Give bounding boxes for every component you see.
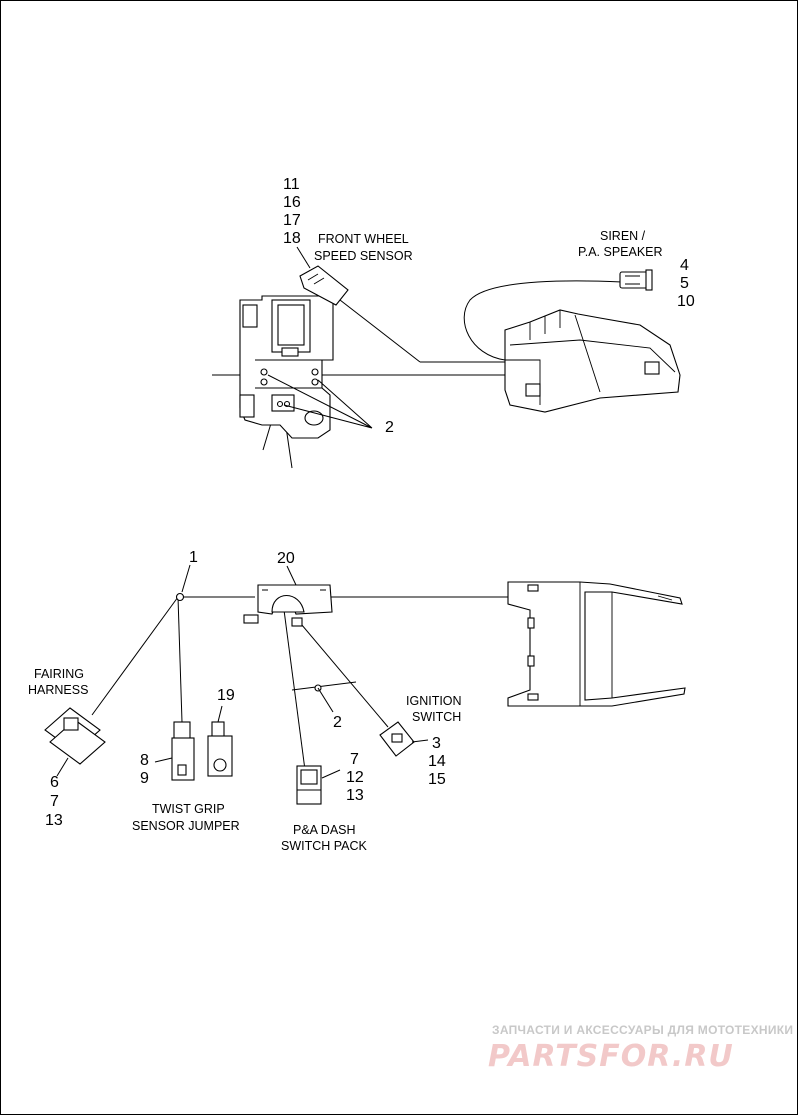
sensor-caption-line2: SPEED SENSOR [314, 249, 413, 263]
siren-loop-wire [463, 280, 623, 361]
ignition-caption-line2: SWITCH [412, 710, 461, 724]
sensor-item-1: 11 [283, 176, 300, 193]
bottom-assembly [44, 564, 686, 805]
bracket-item: 2 [385, 419, 394, 436]
bracket-leaders [267, 374, 373, 429]
dash-leader [321, 769, 341, 779]
callout-labels: 11 16 17 18 FRONT WHEEL SPEED SENSOR SIR… [28, 176, 695, 853]
sensor-wire [339, 299, 421, 363]
cable-tie [291, 681, 357, 691]
ignition-wire [295, 617, 389, 728]
dash-bracket [243, 584, 333, 627]
junction-point [175, 592, 185, 602]
ignition-leader [411, 739, 429, 743]
sensor-item-3: 17 [283, 212, 301, 229]
tie-leader [317, 687, 334, 713]
dash-caption-line2: SWITCH PACK [281, 839, 368, 853]
item19-leader [217, 705, 223, 723]
twist-grip-wire [177, 596, 183, 723]
siren-caption-line2: P.A. SPEAKER [578, 245, 663, 259]
item-20-label: 20 [277, 550, 295, 567]
watermark-logo: PARTSFOR.RU [488, 1039, 734, 1074]
twist-item-2: 9 [140, 770, 149, 787]
dash-item-3: 13 [346, 787, 364, 804]
siren-speaker-connector [619, 269, 653, 291]
watermark: ЗАПЧАСТИ И АКСЕССУАРЫ ДЛЯ МОТОТЕХНИКИ PA… [488, 1023, 793, 1074]
siren-item-2: 5 [680, 275, 689, 292]
ignition-caption-line1: IGNITION [406, 694, 462, 708]
twist-item-1: 8 [140, 752, 149, 769]
siren-caption-line1: SIREN / [600, 229, 646, 243]
dash-switch-connector [296, 765, 322, 805]
dash-item-2: 12 [346, 769, 364, 786]
ignition-item-3: 15 [428, 771, 446, 788]
siren-item-3: 10 [677, 293, 695, 310]
item20-leader [286, 565, 297, 586]
sensor-item-2: 16 [283, 194, 301, 211]
fairing-item-2: 7 [50, 793, 59, 810]
item-19-label: 19 [217, 687, 235, 704]
siren-bracket [504, 309, 681, 413]
top-assembly [212, 246, 681, 469]
fairing-caption-line1: FAIRING [34, 667, 84, 681]
twist-caption-line2: SENSOR JUMPER [132, 819, 240, 833]
twist-caption-line1: TWIST GRIP [152, 802, 225, 816]
twist-leader [154, 757, 173, 763]
mounting-bracket [239, 295, 334, 439]
fairing-item-3: 13 [45, 812, 63, 829]
fairing-wire [91, 596, 179, 716]
siren-item-1: 4 [680, 257, 689, 274]
twist-grip-connector [171, 721, 195, 781]
ignition-item-1: 3 [432, 735, 441, 752]
ignition-item-2: 14 [428, 753, 446, 770]
dash-caption-line1: P&A DASH [293, 823, 356, 837]
sensor-caption-line1: FRONT WHEEL [318, 232, 409, 246]
sensor-item-4: 18 [283, 230, 301, 247]
tie-item-label: 2 [333, 714, 342, 731]
fairing-item-1: 6 [50, 774, 59, 791]
frame-fork [507, 581, 686, 707]
item1-leader [181, 564, 191, 593]
fairing-harness-connector [44, 707, 106, 765]
fairing-caption-line2: HARNESS [28, 683, 88, 697]
item-1-label: 1 [189, 549, 198, 566]
dash-item-1: 7 [350, 751, 359, 768]
sensor-jumper [207, 721, 233, 777]
sensor-leader [296, 246, 311, 269]
watermark-tagline: ЗАПЧАСТИ И АКСЕССУАРЫ ДЛЯ МОТОТЕХНИКИ [492, 1023, 793, 1037]
ignition-switch-connector [379, 721, 415, 757]
speed-sensor-connector [299, 265, 349, 306]
fairing-leader [56, 757, 69, 777]
